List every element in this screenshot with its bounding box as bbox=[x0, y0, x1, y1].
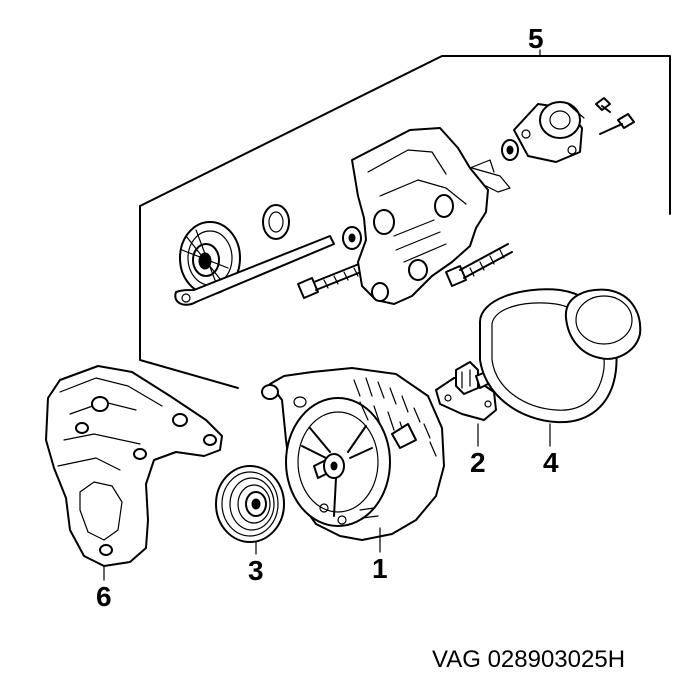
tensioner-bracket bbox=[351, 127, 511, 305]
seal-ring bbox=[262, 204, 290, 240]
washer bbox=[342, 226, 362, 250]
alternator bbox=[261, 367, 445, 541]
group-5-box bbox=[139, 55, 671, 389]
callout-6: 6 bbox=[96, 581, 112, 612]
part-number-label: VAG 028903025H bbox=[432, 646, 626, 673]
drive-pulley bbox=[215, 465, 285, 543]
small-bolts bbox=[595, 97, 635, 135]
callout-5: 5 bbox=[528, 23, 544, 54]
callout-2: 2 bbox=[470, 447, 486, 478]
tensioner-arm-rod bbox=[174, 235, 335, 306]
mount-cap-plate bbox=[513, 101, 585, 163]
mounting-bracket bbox=[45, 365, 223, 567]
alternator-cover bbox=[479, 288, 642, 424]
callout-1: 1 bbox=[372, 553, 388, 584]
leader-lines bbox=[103, 49, 551, 581]
voltage-regulator bbox=[435, 361, 497, 421]
spacer-nut bbox=[501, 139, 519, 161]
bracket-bolt bbox=[445, 243, 513, 287]
callout-3: 3 bbox=[248, 555, 264, 586]
callout-4: 4 bbox=[543, 447, 559, 478]
idler-pulley bbox=[179, 221, 241, 295]
long-bolt bbox=[297, 261, 367, 299]
